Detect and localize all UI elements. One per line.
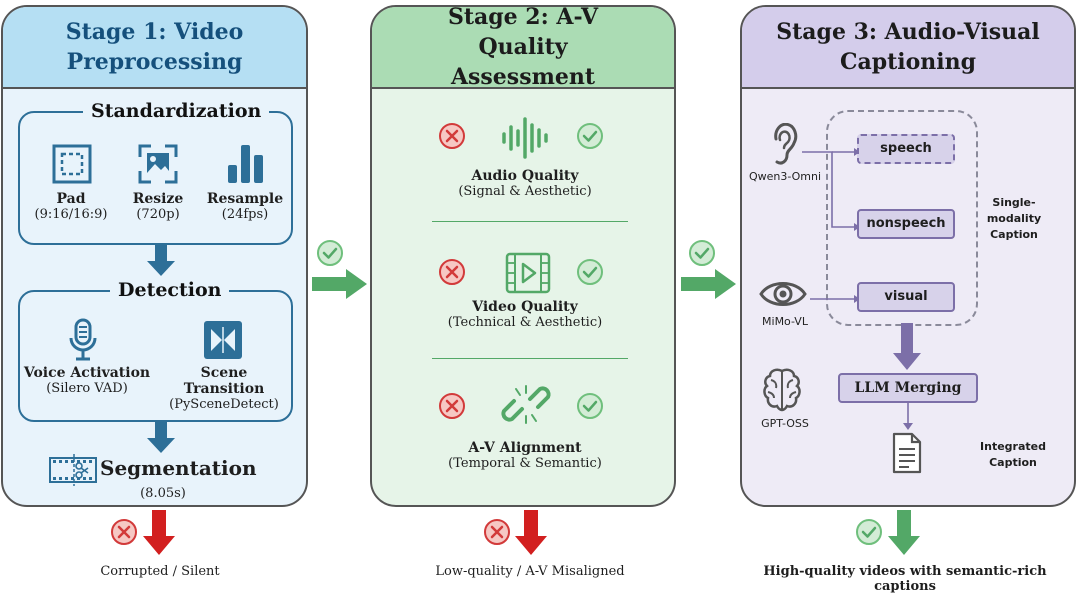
down-arrow-to-document <box>903 403 913 430</box>
gpt-oss-model-label: GPT-OSS <box>761 417 809 430</box>
caption-connectors <box>802 148 860 303</box>
av-alignment-detail: (Temporal & Semantic) <box>448 456 602 471</box>
check-icon <box>577 123 603 149</box>
stage2-title: Stage 2: A-V Quality Assessment <box>372 7 674 90</box>
stage1-title: Stage 1: Video Preprocessing <box>3 7 306 89</box>
resize-icon <box>138 144 178 184</box>
scene-transition-label: Scene Transition <box>183 365 265 397</box>
film-scissors-icon <box>49 454 97 486</box>
visual-caption: visual <box>857 282 955 312</box>
single-modality-label: Single-modality Caption <box>986 196 1042 241</box>
microphone-icon <box>69 318 97 361</box>
cross-icon <box>111 519 137 545</box>
down-arrow-to-segmentation <box>147 422 175 453</box>
eye-icon <box>759 282 807 306</box>
segmentation-detail: (8.05s) <box>140 486 186 501</box>
resample-icon <box>228 145 263 183</box>
voice-activation-detail: (Silero VAD) <box>46 381 128 396</box>
stage1-panel: Stage 1: Video Preprocessing Standardiza… <box>1 5 308 507</box>
pad-detail: (9:16/16:9) <box>34 207 108 222</box>
resample-label: Resample <box>206 191 284 207</box>
reject-arrow-stage1 <box>143 510 175 555</box>
audio-quality-detail: (Signal & Aesthetic) <box>458 184 592 199</box>
check-icon <box>317 240 343 266</box>
pad-label: Pad <box>56 191 86 207</box>
cross-icon <box>439 393 465 419</box>
check-icon <box>856 519 882 545</box>
detection-title: Detection <box>110 278 230 302</box>
divider <box>432 221 628 222</box>
stage1-reject-label: Corrupted / Silent <box>100 564 220 579</box>
ear-icon <box>774 123 798 165</box>
check-icon <box>689 240 715 266</box>
mimo-model-label: MiMo-VL <box>762 315 808 328</box>
cross-icon <box>439 123 465 149</box>
chain-link-icon <box>501 385 551 424</box>
video-play-icon <box>505 252 551 294</box>
down-arrow-to-detection <box>147 245 175 276</box>
voice-activation-label: Voice Activation <box>23 365 151 381</box>
final-output-label: High-quality videos with semantic-rich c… <box>763 564 1047 594</box>
segmentation-title: Segmentation <box>100 456 257 480</box>
brain-icon <box>763 368 801 412</box>
nonspeech-caption: nonspeech <box>857 209 955 239</box>
check-icon <box>577 393 603 419</box>
flow-arrow-stage1-to-stage2 <box>312 269 367 299</box>
speech-caption: speech <box>857 134 955 164</box>
output-arrow-stage3 <box>888 510 920 555</box>
resample-detail: (24fps) <box>221 207 269 222</box>
video-quality-label: Video Quality <box>472 299 578 315</box>
document-icon <box>892 432 922 474</box>
down-arrow-to-merge <box>893 323 921 370</box>
video-quality-detail: (Technical & Aesthetic) <box>447 315 603 330</box>
divider <box>432 358 628 359</box>
qwen-model-label: Qwen3-Omni <box>748 170 822 183</box>
standardization-title: Standardization <box>83 99 270 123</box>
llm-merging-box: LLM Merging <box>838 373 978 403</box>
audio-quality-label: Audio Quality <box>471 168 579 184</box>
stage3-panel: Stage 3: Audio-Visual Captioning Qwen3-O… <box>740 5 1076 507</box>
av-alignment-label: A-V Alignment <box>468 440 582 456</box>
resize-label: Resize <box>132 191 184 207</box>
scene-transition-icon <box>204 321 242 359</box>
pad-icon <box>52 144 92 184</box>
reject-arrow-stage2 <box>515 510 547 555</box>
integrated-caption-label: Integrated Caption <box>980 440 1046 469</box>
stage2-reject-label: Low-quality / A-V Misaligned <box>435 564 625 579</box>
check-icon <box>577 259 603 285</box>
stage2-panel: Stage 2: A-V Quality Assessment <box>370 5 676 507</box>
cross-icon <box>484 519 510 545</box>
resize-detail: (720p) <box>136 207 180 222</box>
stage3-title: Stage 3: Audio-Visual Captioning <box>742 7 1074 89</box>
waveform-icon <box>502 117 548 159</box>
cross-icon <box>439 259 465 285</box>
scene-transition-detail: (PySceneDetect) <box>169 397 279 412</box>
flow-arrow-stage2-to-stage3 <box>681 269 736 299</box>
